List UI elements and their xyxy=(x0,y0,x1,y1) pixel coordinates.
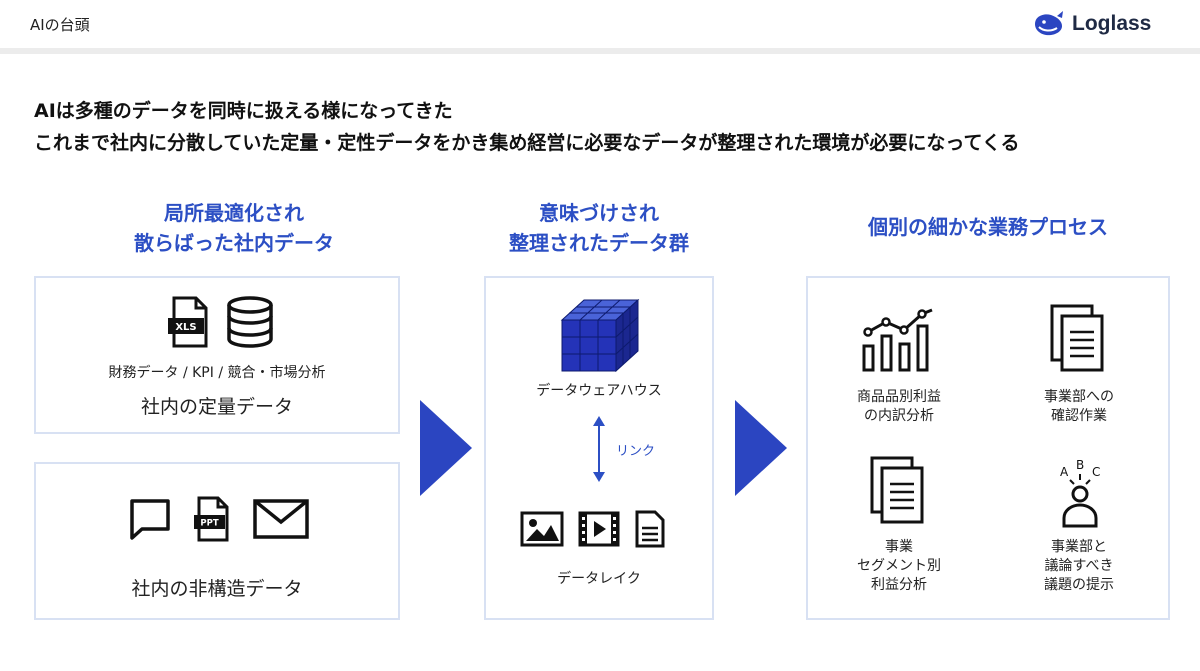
text-document-icon xyxy=(635,510,665,548)
process-item-1-line-2: の内訳分析 xyxy=(864,408,934,424)
documents-icon xyxy=(870,456,924,524)
image-icon xyxy=(520,511,564,547)
process-item-1-line-1: 商品品別利益 xyxy=(857,389,941,405)
middle-heading: 意味づけされ 整理されたデータ群 xyxy=(484,198,714,258)
flow-arrow-2 xyxy=(735,400,787,496)
link-label: リンク xyxy=(616,444,656,459)
lake-icons xyxy=(520,510,666,548)
warehouse-label: データウェアハウス xyxy=(536,383,662,399)
database-icon xyxy=(227,296,273,348)
lead-line-1: AIは多種のデータを同時に扱える様になってきた xyxy=(34,100,453,122)
documents-icon xyxy=(1050,304,1104,372)
flow-arrow-1 xyxy=(420,400,472,496)
abc-letter-a: A xyxy=(1060,465,1069,479)
lead-line-2: これまで社内に分散していた定量・定性データをかき集め経営に必要なデータが整理され… xyxy=(34,132,1020,154)
xls-file-icon: XLS xyxy=(168,296,208,348)
organized-data-panel: データウェアハウス リンク データレイク xyxy=(484,276,714,620)
unstruct-icons: PPT xyxy=(128,496,310,542)
line-bar-chart-icon xyxy=(862,308,933,372)
unstruct-title: 社内の非構造データ xyxy=(131,578,303,600)
right-heading: 個別の細かな業務プロセス xyxy=(868,215,1108,239)
chat-bubble-icon xyxy=(130,499,170,540)
process-item-1-label: 商品品別利益 の内訳分析 xyxy=(828,388,970,426)
process-item-3-label: 事業 セグメント別 利益分析 xyxy=(828,538,970,595)
business-process-panel: 商品品別利益 の内訳分析 事業部への 確認作業 事業 セグメント別 利益分析 A… xyxy=(806,276,1170,620)
left-heading-line-1: 局所最適化され xyxy=(164,201,304,225)
header-divider xyxy=(0,48,1200,54)
process-item-4-line-2: 議論すべき xyxy=(1044,558,1114,574)
middle-heading-line-2: 整理されたデータ群 xyxy=(509,231,689,255)
bidirectional-arrow-icon xyxy=(593,416,605,482)
page-section-title: AIの台頭 xyxy=(30,16,90,34)
process-item-4-line-1: 事業部と xyxy=(1051,539,1107,555)
left-heading: 局所最適化され 散らばった社内データ xyxy=(34,198,434,258)
process-item-2-line-1: 事業部への xyxy=(1044,389,1114,405)
process-item-3-line-2: セグメント別 xyxy=(857,558,941,574)
quant-icons: XLS xyxy=(166,296,274,348)
data-cube-icon xyxy=(560,298,640,372)
lake-label: データレイク xyxy=(557,571,641,587)
abc-letter-b: B xyxy=(1076,458,1084,472)
abc-letter-c: C xyxy=(1092,465,1100,479)
video-film-icon xyxy=(578,511,620,547)
logo: Loglass xyxy=(1032,8,1182,40)
ppt-file-icon: PPT xyxy=(194,496,229,542)
left-heading-line-2: 散らばった社内データ xyxy=(134,231,334,255)
xls-label: XLS xyxy=(175,322,196,333)
process-item-3-line-1: 事業 xyxy=(885,539,913,555)
mail-envelope-icon xyxy=(253,499,309,539)
process-item-3-line-3: 利益分析 xyxy=(871,577,927,593)
process-item-4-line-3: 議題の提示 xyxy=(1044,577,1114,593)
quant-title: 社内の定量データ xyxy=(140,396,293,418)
quantitative-data-panel: XLS 財務データ / KPI / 競合・市場分析 社内の定量データ xyxy=(34,276,400,434)
logo-text: Loglass xyxy=(1072,12,1152,35)
process-item-4-label: 事業部と 議論すべき 議題の提示 xyxy=(1008,538,1150,595)
unstructured-data-panel: PPT 社内の非構造データ xyxy=(34,462,400,620)
person-abc-icon: A B C xyxy=(1060,458,1100,528)
middle-heading-line-1: 意味づけされ xyxy=(539,201,659,225)
whale-logo-icon xyxy=(1035,11,1063,36)
quant-sources-text: 財務データ / KPI / 競合・市場分析 xyxy=(108,365,326,381)
process-item-2-line-2: 確認作業 xyxy=(1051,408,1107,424)
process-item-2-label: 事業部への 確認作業 xyxy=(1008,388,1150,426)
ppt-label: PPT xyxy=(200,519,218,529)
